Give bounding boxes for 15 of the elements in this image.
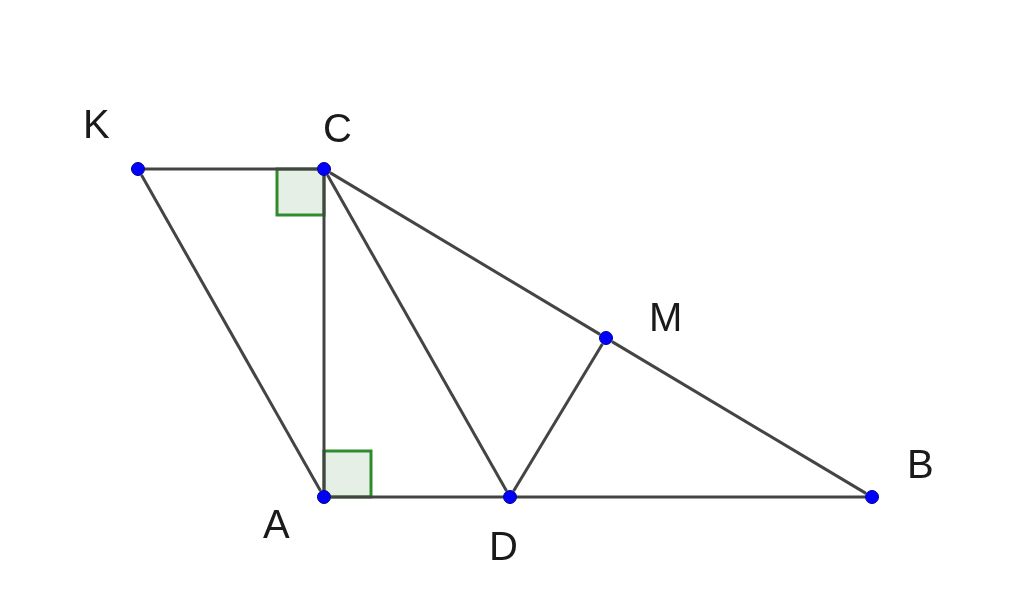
point-label: M [649,297,683,337]
line-segment [329,171,601,336]
line-segment [331,495,503,499]
point-label: C [323,108,352,148]
point-label: K [83,104,110,144]
line-segment [140,174,322,492]
line-segment [611,340,867,495]
line-segment [145,167,317,171]
point-label: D [489,526,518,566]
point-label: B [907,444,934,484]
line-segment [326,174,508,492]
line-segment [517,495,865,499]
line-segment [512,343,604,492]
line-segment [322,176,326,490]
point-label: A [263,504,290,544]
